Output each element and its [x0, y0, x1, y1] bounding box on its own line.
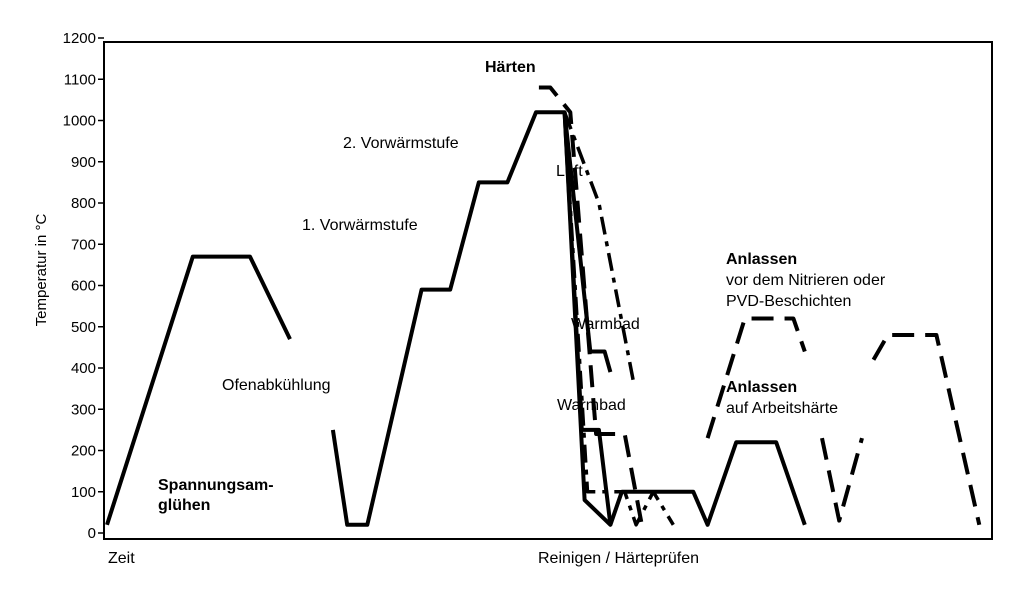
annotation-line: glühen	[158, 497, 210, 514]
y-tick-label: 1100	[64, 71, 96, 88]
annotation-warmbad-lower: Warmbad	[557, 397, 626, 414]
series-5-dash-segment-1	[705, 316, 807, 439]
y-axis-label: Temperatur in °C	[33, 213, 50, 326]
annotation-line: vor dem Nitrieren oder	[726, 272, 886, 289]
annotation-haerten: Härten	[485, 59, 536, 76]
x-label-zeit: Zeit	[108, 550, 135, 567]
y-tick-label: 300	[71, 401, 96, 418]
annotation-anlassen-arbeit-sub: auf Arbeitshärte	[726, 400, 838, 417]
y-tick-label: 100	[71, 484, 96, 501]
series-5-dash-segment-0	[538, 85, 644, 526]
y-tick-label: 1000	[63, 113, 96, 130]
series-3-dash-dot-segment-0	[562, 112, 675, 527]
annotation-line: PVD-Beschichten	[726, 293, 851, 310]
x-label-reinigen: Reinigen / Härteprüfen	[538, 550, 699, 567]
y-tick-label: 500	[71, 319, 96, 336]
annotation-anlassen-arbeit-title: Anlassen	[726, 379, 797, 396]
y-tick-label: 900	[71, 154, 96, 171]
annotation-vorwaermstufe-1: 1. Vorwärmstufe	[302, 217, 418, 234]
y-tick-label: 700	[71, 236, 96, 253]
annotation-luft: Luft	[556, 163, 583, 180]
y-tick-label: 200	[71, 443, 96, 460]
y-tick-label: 1200	[63, 30, 96, 47]
y-axis-ticks: 0 100 200 300 400 500 600 700 800 900 1000 1100 1200	[63, 30, 104, 542]
series-5-dash-segment-3	[871, 333, 982, 526]
annotation-warmbad-upper: Warmbad	[571, 316, 640, 333]
annotation-line: Spannungsam-	[158, 477, 274, 494]
annotation-ofenabkuehlung: Ofenabkühlung	[222, 377, 331, 394]
annotation-anlassen-nitrieren-title: Anlassen	[726, 251, 797, 268]
series-0-solid-segment-0	[105, 254, 292, 526]
series-2-solid-segment-0	[562, 112, 613, 373]
plot-frame	[103, 41, 993, 540]
y-tick-label: 400	[71, 360, 96, 377]
series-5-dash-segment-2	[820, 437, 864, 523]
y-tick-label: 0	[88, 525, 96, 542]
y-tick-label: 600	[71, 278, 96, 295]
annotation-vorwaermstufe-2: 2. Vorwärmstufe	[343, 135, 459, 152]
y-tick-label: 800	[71, 195, 96, 212]
temperature-curves	[105, 85, 982, 527]
annotation-spannungsgluehen: Spannungsam-glühen	[158, 477, 274, 514]
